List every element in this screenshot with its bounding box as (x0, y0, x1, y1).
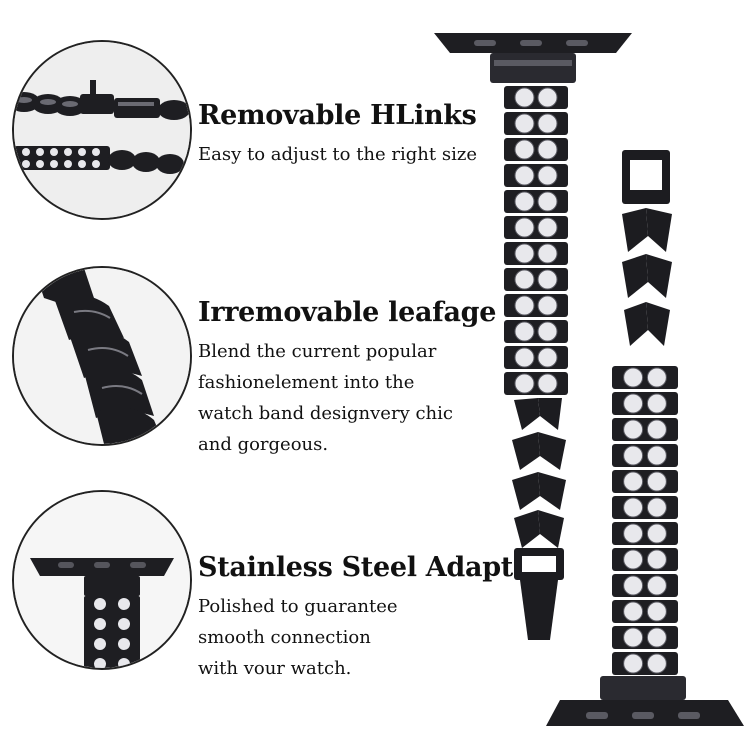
crystal (623, 471, 644, 492)
crystal (537, 165, 558, 186)
band-link (612, 496, 678, 519)
band-link (504, 346, 568, 369)
crystal (646, 601, 667, 622)
feature-title: Removable HLinks (198, 100, 477, 131)
crystal (514, 373, 535, 394)
feature-adapters: Stainless Steel Adapters Polished to gua… (198, 552, 559, 684)
crystal (646, 497, 667, 518)
feature-leafage: Irremovable leafage Blend the current po… (198, 297, 496, 460)
band-link (612, 600, 678, 623)
crystal (537, 347, 558, 368)
feature-description-line: with vour watch. (198, 658, 352, 679)
left-band-crystal-links (504, 86, 568, 395)
crystal (646, 445, 667, 466)
band-link (612, 548, 678, 571)
feature-title: Irremovable leafage (198, 297, 497, 328)
crystal (537, 295, 558, 316)
crystal (537, 191, 558, 212)
band-link (612, 652, 678, 675)
right-band-crystal-links (612, 366, 678, 675)
band-link (504, 320, 568, 343)
crystal (646, 549, 667, 570)
crystal (537, 269, 558, 290)
band-link (504, 294, 568, 317)
feature-description-line: fashionelement into the (198, 372, 415, 393)
left-band-leafage (512, 398, 566, 640)
feature-title: Stainless Steel Adapters (198, 552, 559, 583)
crystal (514, 243, 535, 264)
feature-removable-links: Removable HLinks Easy to adjust to the r… (198, 100, 477, 170)
band-link (504, 86, 568, 109)
crystal (646, 523, 667, 544)
band-link (504, 138, 568, 161)
band-link (504, 164, 568, 187)
band-link (612, 418, 678, 441)
band-link (612, 444, 678, 467)
crystal (646, 653, 667, 674)
band-link (612, 574, 678, 597)
removable-links-closeup-image (14, 42, 190, 218)
crystal (514, 191, 535, 212)
crystal (646, 367, 667, 388)
crystal (514, 217, 535, 238)
crystal (623, 575, 644, 596)
detail-circle-removable-links (12, 40, 192, 220)
right-band-leafage (622, 150, 672, 346)
crystal (623, 653, 644, 674)
crystal (646, 471, 667, 492)
band-link (504, 216, 568, 239)
feature-description-line: smooth connection (198, 627, 371, 648)
crystal (623, 497, 644, 518)
crystal (537, 373, 558, 394)
crystal (646, 627, 667, 648)
band-link (612, 470, 678, 493)
band-link (504, 112, 568, 135)
crystal (646, 393, 667, 414)
feature-description-line: Blend the current popular (198, 341, 437, 362)
crystal (623, 367, 644, 388)
feature-description-line: watch band designvery chic (198, 403, 453, 424)
bottom-adapter (546, 676, 744, 726)
band-link (504, 372, 568, 395)
crystal (514, 269, 535, 290)
detail-circle-adapters (12, 490, 192, 670)
adapter-closeup-image (14, 492, 190, 668)
crystal (514, 139, 535, 160)
crystal (514, 347, 535, 368)
crystal (514, 295, 535, 316)
crystal (537, 113, 558, 134)
feature-description-line: Easy to adjust to the right size (198, 144, 477, 165)
crystal (514, 165, 535, 186)
crystal (537, 243, 558, 264)
crystal (514, 87, 535, 108)
top-adapter (434, 33, 632, 83)
crystal (623, 523, 644, 544)
crystal (537, 139, 558, 160)
crystal (623, 445, 644, 466)
band-link (612, 366, 678, 389)
crystal (537, 321, 558, 342)
band-link (612, 626, 678, 649)
crystal (646, 419, 667, 440)
crystal (537, 217, 558, 238)
crystal (623, 393, 644, 414)
crystal (623, 601, 644, 622)
crystal (537, 87, 558, 108)
band-link (504, 242, 568, 265)
band-link (612, 522, 678, 545)
band-link (612, 392, 678, 415)
detail-circle-leafage (12, 266, 192, 446)
crystal (623, 549, 644, 570)
leafage-closeup-image (14, 268, 190, 444)
feature-description-line: Polished to guarantee (198, 596, 398, 617)
crystal (514, 321, 535, 342)
crystal (623, 419, 644, 440)
band-link (504, 190, 568, 213)
crystal (646, 575, 667, 596)
crystal (514, 113, 535, 134)
band-link (504, 268, 568, 291)
crystal (623, 627, 644, 648)
feature-description-line: and gorgeous. (198, 434, 329, 455)
